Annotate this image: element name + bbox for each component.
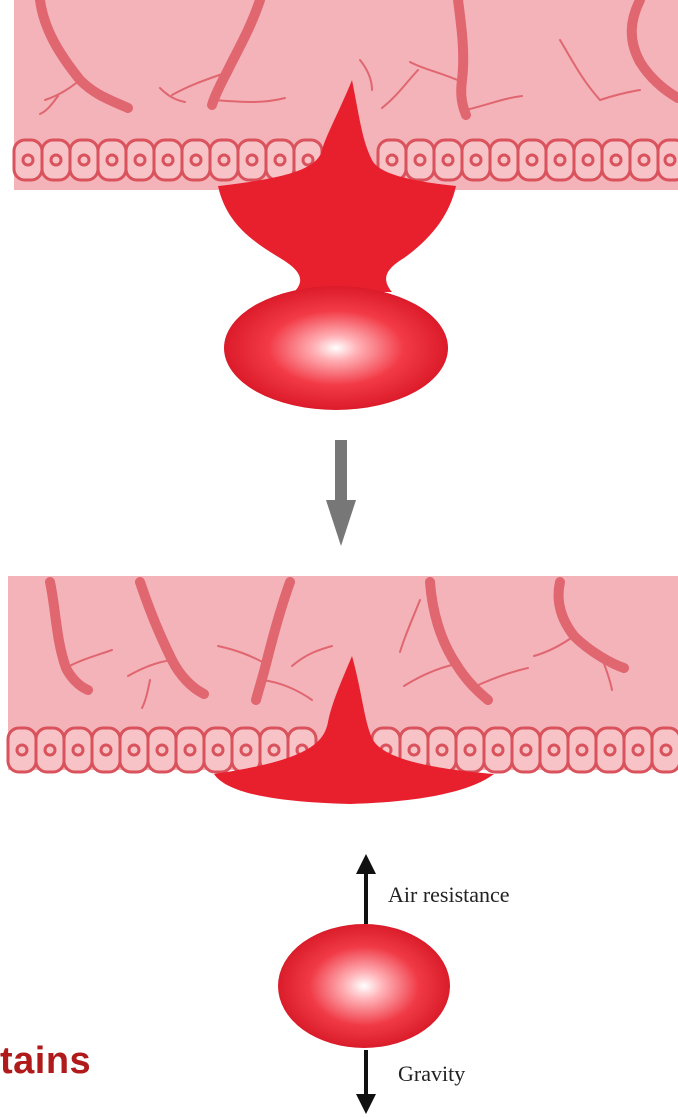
process-arrow	[326, 440, 356, 546]
forming-droplet	[224, 286, 448, 410]
top-panel	[14, 0, 678, 410]
gravity-label: Gravity	[398, 1061, 465, 1087]
caption-fragment: tains	[0, 1040, 91, 1083]
middle-panel	[8, 576, 678, 804]
air-resistance-arrow	[356, 854, 376, 924]
gravity-arrow	[356, 1050, 376, 1114]
air-resistance-label: Air resistance	[388, 882, 510, 908]
free-droplet	[278, 924, 450, 1048]
